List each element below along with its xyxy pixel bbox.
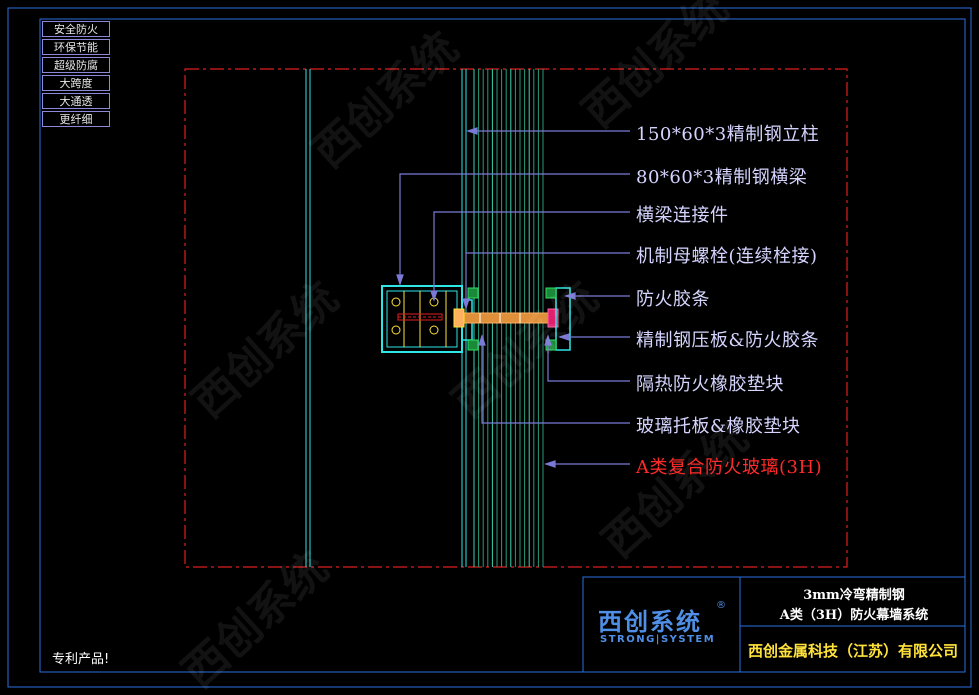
callout-label: 80*60*3精制钢横梁 <box>636 167 808 188</box>
system-title-line2: A类（3H）防火幕墙系统 <box>779 608 929 623</box>
crossbeam-section <box>381 285 473 353</box>
inner-frame <box>39 18 966 673</box>
callout-label: 150*60*3精制钢立柱 <box>636 124 820 145</box>
brand-logo: 西创系统 <box>598 608 702 636</box>
svg-text:西创系统: 西创系统 <box>183 273 348 429</box>
patent-note: 专利产品! <box>52 652 110 667</box>
callout-label: 隔热防火橡胶垫块 <box>636 374 784 395</box>
feature-tag: 环保节能 <box>42 39 110 55</box>
feature-tag: 超级防腐 <box>42 57 110 73</box>
leader-lines <box>396 127 630 468</box>
feature-tag: 大跨度 <box>42 75 110 91</box>
callout-label: 玻璃托板&橡胶垫块 <box>636 416 801 437</box>
machine-bolt <box>453 308 559 328</box>
callout-label: 防火胶条 <box>636 289 710 310</box>
svg-text:西创系统: 西创系统 <box>303 23 468 179</box>
detail-boundary <box>184 68 848 568</box>
company-name: 西创金属科技（江苏）有限公司 <box>748 642 959 660</box>
callout-label-highlight: A类复合防火玻璃(3H) <box>636 457 823 478</box>
brand-logo-en: STRONG|SYSTEM <box>600 634 716 645</box>
feature-tag: 更纤细 <box>42 111 110 127</box>
outer-frame <box>7 7 972 688</box>
feature-tag: 大通透 <box>42 93 110 109</box>
registered-mark: ® <box>716 600 726 611</box>
title-block-frame <box>582 576 966 673</box>
callout-label: 机制母螺栓(连续栓接) <box>636 246 818 267</box>
system-title-line1: 3mm冷弯精制钢 <box>803 588 905 603</box>
callout-label: 横梁连接件 <box>636 205 729 226</box>
feature-tag: 安全防火 <box>42 21 110 37</box>
callout-label: 精制钢压板&防火胶条 <box>636 330 820 351</box>
